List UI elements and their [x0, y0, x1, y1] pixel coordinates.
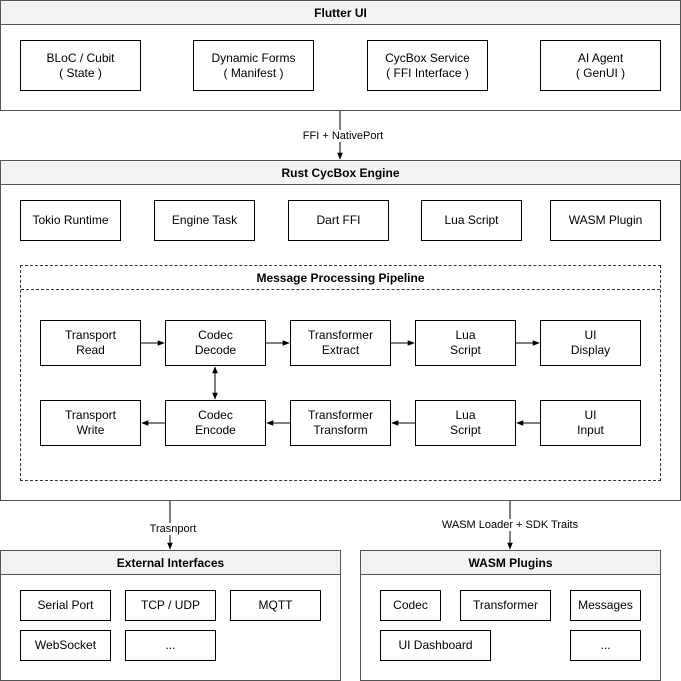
lua-script-box: Lua Script	[421, 200, 522, 241]
codec-encode-label: Codec	[198, 408, 233, 422]
lua-script-bottom-sublabel: Script	[450, 423, 481, 437]
ui-input-box: UI Input	[540, 400, 641, 446]
lua-script-top-box: Lua Script	[415, 320, 516, 366]
bloc-cubit-sublabel: ( State )	[59, 65, 102, 80]
external-more-box: ...	[125, 630, 216, 661]
transport-read-label: Transport	[65, 328, 116, 342]
wasm-plugins-title: WASM Plugins	[361, 551, 660, 575]
transformer-extract-sublabel: Extract	[321, 343, 360, 357]
bloc-cubit-label: BLoC / Cubit	[46, 50, 115, 65]
wasm-messages-box: Messages	[570, 590, 641, 621]
ai-agent-box: AI Agent ( GenUI )	[540, 40, 661, 91]
pipeline-group: Message Processing Pipeline	[20, 265, 661, 481]
transformer-extract-box: Transformer Extract	[290, 320, 391, 366]
wasm-more-box: ...	[570, 630, 641, 661]
ui-display-sublabel: Display	[570, 343, 611, 357]
rust-engine-title: Rust CycBox Engine	[1, 161, 680, 185]
transport-write-box: Transport Write	[40, 400, 141, 446]
ai-agent-label: AI Agent	[577, 50, 624, 65]
dynamic-forms-label: Dynamic Forms	[211, 50, 296, 65]
bloc-cubit-box: BLoC / Cubit ( State )	[20, 40, 141, 91]
cycbox-service-label: CycBox Service	[385, 50, 470, 65]
serial-port-box: Serial Port	[20, 590, 111, 621]
codec-decode-label: Codec	[198, 328, 233, 342]
transport-read-box: Transport Read	[40, 320, 141, 366]
tokio-runtime-box: Tokio Runtime	[20, 200, 121, 241]
ui-input-label: UI	[584, 408, 597, 422]
mqtt-box: MQTT	[230, 590, 321, 621]
ai-agent-sublabel: ( GenUI )	[575, 65, 626, 80]
transport-connector-label: Trasnport	[147, 523, 199, 535]
ui-dashboard-box: UI Dashboard	[380, 630, 491, 661]
transport-read-sublabel: Read	[76, 343, 105, 357]
ffi-connector-label: FFI + NativePort	[300, 130, 386, 142]
cycbox-service-sublabel: ( FFI Interface )	[386, 65, 469, 80]
ui-display-box: UI Display	[540, 320, 641, 366]
dynamic-forms-sublabel: ( Manifest )	[223, 65, 284, 80]
external-interfaces-title: External Interfaces	[1, 551, 340, 575]
lua-script-top-label: Lua	[455, 328, 476, 342]
flutter-ui-title: Flutter UI	[1, 1, 680, 25]
ui-display-label: UI	[584, 328, 597, 342]
tcp-udp-box: TCP / UDP	[125, 590, 216, 621]
codec-encode-sublabel: Encode	[195, 423, 236, 437]
wasm-plugin-box: WASM Plugin	[550, 200, 661, 241]
transport-write-sublabel: Write	[76, 423, 105, 437]
lua-script-bottom-label: Lua	[455, 408, 476, 422]
ui-input-sublabel: Input	[577, 423, 604, 437]
wasm-connector-label: WASM Loader + SDK Traits	[439, 519, 581, 531]
wasm-transformer-box: Transformer	[460, 590, 551, 621]
codec-decode-box: Codec Decode	[165, 320, 266, 366]
websocket-box: WebSocket	[20, 630, 111, 661]
codec-encode-box: Codec Encode	[165, 400, 266, 446]
lua-script-bottom-box: Lua Script	[415, 400, 516, 446]
lua-script-top-sublabel: Script	[450, 343, 481, 357]
transformer-extract-label: Transformer	[308, 328, 373, 342]
dynamic-forms-box: Dynamic Forms ( Manifest )	[193, 40, 314, 91]
codec-decode-sublabel: Decode	[194, 343, 237, 357]
engine-task-box: Engine Task	[154, 200, 255, 241]
transformer-transform-sublabel: Transform	[313, 423, 368, 437]
transformer-transform-box: Transformer Transform	[290, 400, 391, 446]
dart-ffi-box: Dart FFI	[288, 200, 389, 241]
transport-write-label: Transport	[65, 408, 116, 422]
wasm-codec-box: Codec	[380, 590, 441, 621]
pipeline-title: Message Processing Pipeline	[21, 266, 660, 290]
transformer-transform-label: Transformer	[308, 408, 373, 422]
cycbox-service-box: CycBox Service ( FFI Interface )	[367, 40, 488, 91]
